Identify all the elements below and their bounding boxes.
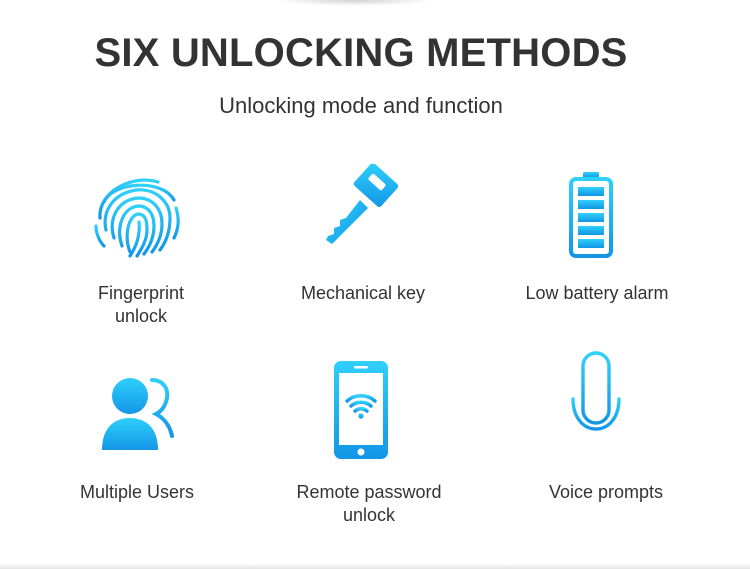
users-icon [102,378,174,450]
page-subtitle: Unlocking mode and function [219,93,503,118]
microphone-icon [571,351,621,444]
feature-label-line1: Low battery alarm [525,283,669,303]
page-title: SIX UNLOCKING METHODS [94,31,628,75]
feature-label-line2: unlock [342,505,396,525]
feature-label-line1: Mechanical key [300,283,426,303]
battery-icon [569,172,613,258]
feature-label-line1: Voice prompts [548,482,664,502]
key-icon [326,164,399,244]
phone-wifi-icon [334,361,388,459]
feature-label-line2: unlock [114,306,168,326]
fingerprint-icon [94,178,180,258]
top-edge-shadow [275,0,435,6]
feature-label-line1: Remote password [296,482,442,502]
feature-label-line1: Multiple Users [79,482,195,502]
bottom-edge-shadow [0,563,750,569]
feature-label-line1: Fingerprint [97,283,185,303]
